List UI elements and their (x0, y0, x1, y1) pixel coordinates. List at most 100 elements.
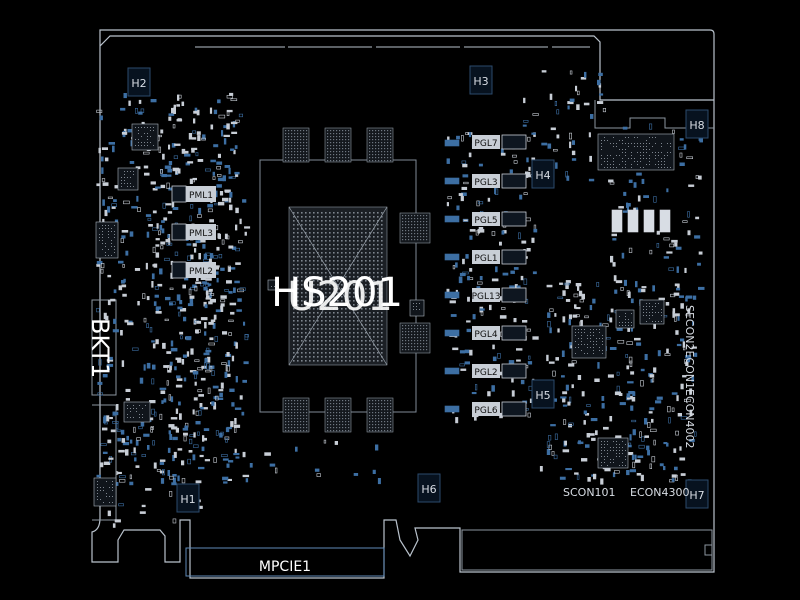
bga-ball (361, 264, 363, 266)
bga-ball (377, 344, 379, 346)
bga-ball (377, 244, 379, 246)
bga-ball (353, 212, 355, 214)
smd-component (550, 127, 556, 131)
smd-component (565, 280, 571, 284)
bga-ball (301, 300, 303, 302)
smd-component (217, 153, 221, 158)
bga-ball (329, 316, 331, 318)
bga-ball (353, 292, 355, 294)
pml3-label: PML3 (189, 229, 213, 239)
smd-component (464, 349, 470, 354)
smd-component (208, 321, 214, 325)
smd-component (521, 240, 527, 244)
bga-ball (297, 340, 299, 342)
bga-ball (365, 224, 367, 226)
smd-component (695, 175, 699, 179)
smd-component (697, 262, 701, 266)
smd-component (151, 408, 155, 415)
pgl-inductor: PGL2 (472, 363, 527, 379)
bga-ball (345, 264, 347, 266)
smd-component (209, 253, 214, 259)
smd-component (194, 359, 200, 362)
bga-ball (325, 320, 327, 322)
bga-ball (369, 212, 371, 214)
smd-component (192, 243, 197, 247)
bga-ball (313, 272, 315, 274)
bga-ball (357, 248, 359, 250)
smd-component (156, 223, 159, 229)
bga-ball (349, 216, 351, 218)
bga-ball (349, 316, 351, 318)
smd-component (152, 364, 156, 370)
bga-ball (377, 312, 379, 314)
smd-component (189, 438, 193, 445)
bga-ball (365, 268, 367, 270)
bga-ball (297, 320, 299, 322)
smd-component (680, 473, 686, 476)
bga-ball (309, 348, 311, 350)
smd-component (512, 154, 517, 158)
bga-ball (349, 320, 351, 322)
smd-component (581, 293, 586, 300)
smd-component (526, 171, 531, 178)
smd-component (668, 267, 674, 271)
smd-component (597, 362, 600, 369)
bga-ball (377, 220, 379, 222)
bga-ball (329, 360, 331, 362)
bga-ball (377, 276, 379, 278)
bga-ball (341, 248, 343, 250)
smd-component (153, 462, 157, 469)
bga-ball (377, 236, 379, 238)
bga-ball (369, 284, 371, 286)
smd-component (652, 285, 655, 292)
smd-component (188, 288, 192, 296)
bga-ball (325, 348, 327, 350)
bga-ball (329, 268, 331, 270)
bga-ball (329, 256, 331, 258)
bga-ball (309, 352, 311, 354)
smd-component (175, 427, 180, 433)
smd-component (143, 317, 147, 323)
smd-component (648, 411, 653, 414)
smd-component (131, 206, 138, 209)
smd-component (213, 109, 218, 115)
bga-ball (357, 216, 359, 218)
bga-ball (337, 356, 339, 358)
bga-ball (373, 336, 375, 338)
smd-component (211, 370, 215, 376)
bga-ball (325, 288, 327, 290)
bga-ball (361, 252, 363, 254)
smd-component (194, 248, 197, 253)
bga-ball (353, 308, 355, 310)
smd-component (110, 298, 116, 302)
smd-component (96, 307, 100, 313)
smd-component (170, 340, 174, 347)
smd-component (210, 124, 214, 130)
bga-ball (337, 312, 339, 314)
bga-ball (361, 336, 363, 338)
bga-ball (377, 284, 379, 286)
bga-ball (297, 212, 299, 214)
smd-component (462, 271, 469, 275)
bga-ball (349, 324, 351, 326)
smd-component (487, 197, 491, 202)
smd-component (698, 251, 703, 255)
smd-component (202, 244, 206, 249)
bga-ball (365, 320, 367, 322)
bga-ball (381, 288, 383, 290)
bga-ball (341, 244, 343, 246)
bga-ball (337, 236, 339, 238)
smd-component (225, 235, 230, 240)
smd-component (150, 99, 157, 103)
bga-ball (349, 220, 351, 222)
smd-component (201, 446, 205, 452)
smd-component (632, 461, 636, 469)
bga-ball (341, 340, 343, 342)
smd-component (685, 361, 689, 366)
bga-ball (317, 284, 319, 286)
bga-ball (345, 336, 347, 338)
bga-ball (381, 344, 383, 346)
bga-ball (353, 348, 355, 350)
smd-component (569, 70, 573, 75)
smd-component (235, 119, 240, 123)
